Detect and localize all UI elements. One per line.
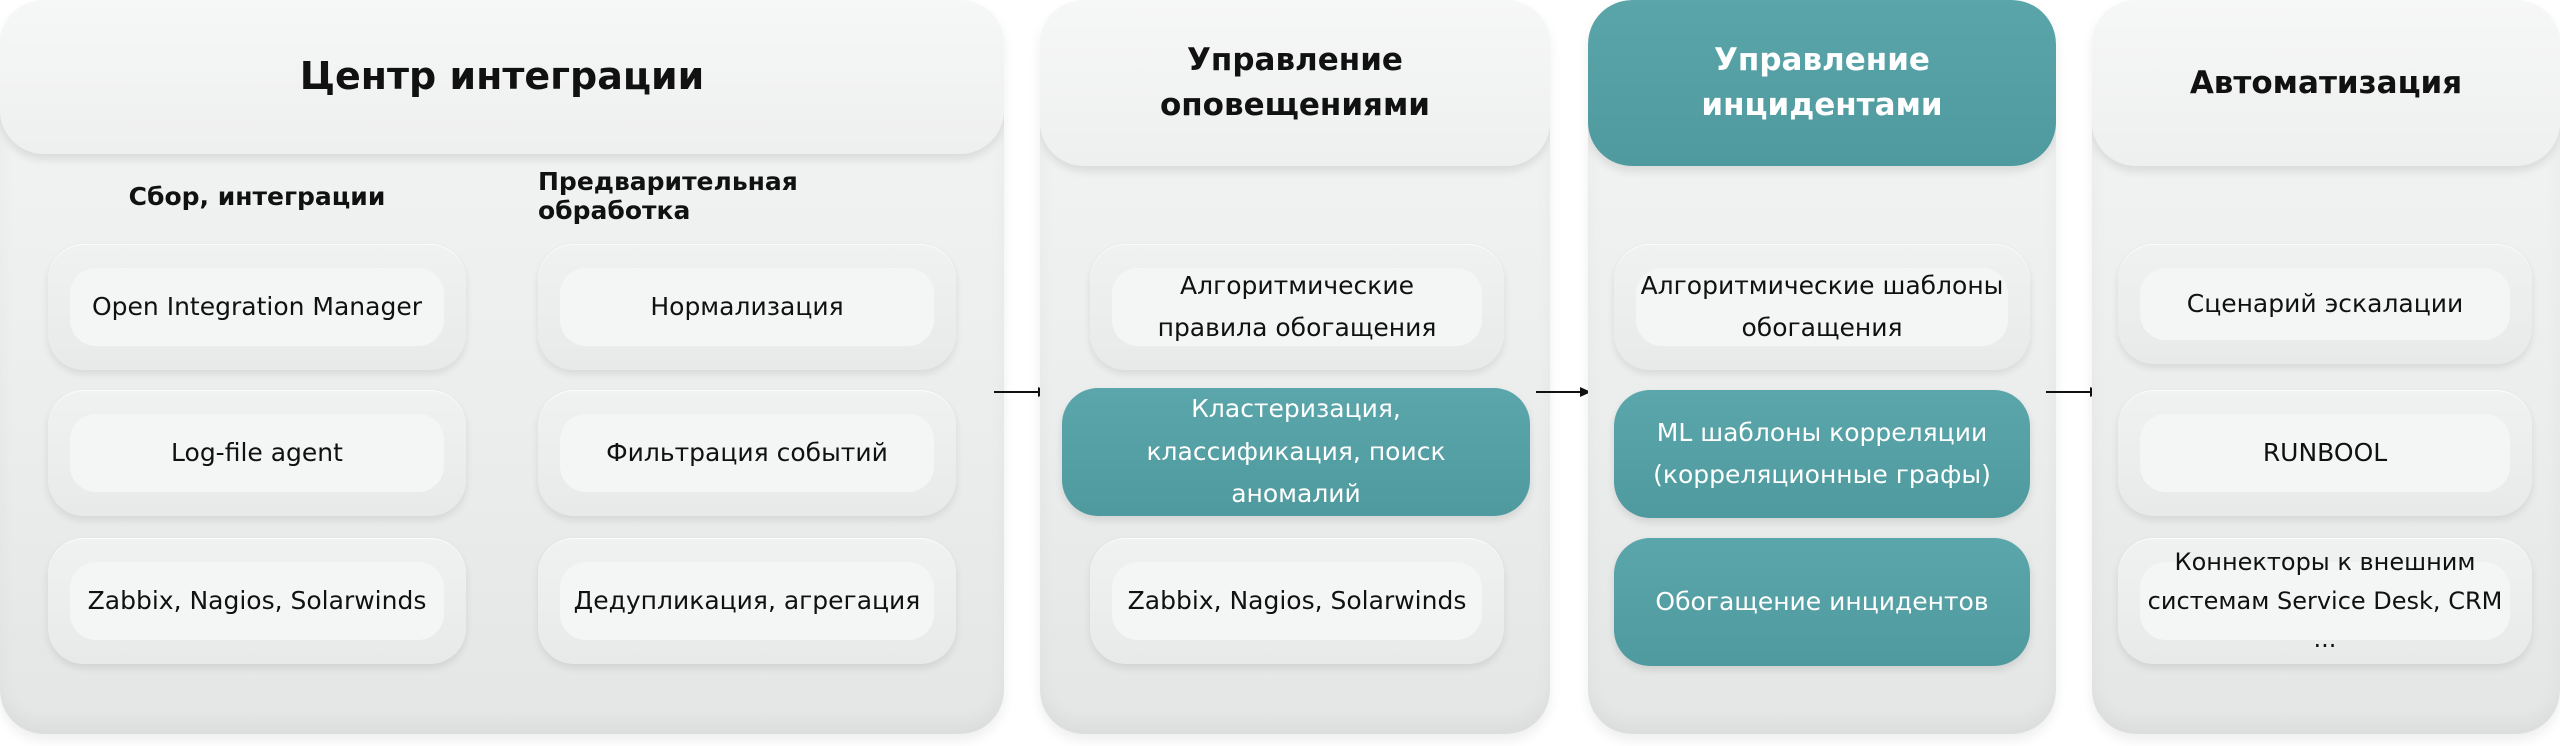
node-label: Log-file agent	[70, 414, 444, 492]
node-label: Дедупликация, агрегация	[560, 562, 934, 640]
node-zabbix-nagios-solarwinds-source: Zabbix, Nagios, Solarwinds	[48, 538, 466, 664]
panel-title-alert-management: Управление оповещениями	[1040, 0, 1550, 166]
node-label: Нормализация	[560, 268, 934, 346]
node-label: Zabbix, Nagios, Solarwinds	[70, 562, 444, 640]
node-incident-enrichment: Обогащение инцидентов	[1614, 538, 2030, 666]
node-label: Коннекторы к внешним системам Service De…	[2140, 548, 2510, 653]
node-ml-correlation-templates: ML шаблоны корреляции (корреляционные гр…	[1614, 390, 2030, 518]
node-label: Кластеризация, классификация, поиск аном…	[1146, 394, 1446, 509]
node-log-file-agent: Log-file agent	[48, 390, 466, 516]
panel-title-integration-center: Центр интеграции	[0, 0, 1004, 154]
panel-title-automation: Автоматизация	[2092, 0, 2560, 166]
node-label: Алгоритмические шаблоны обогащения	[1636, 268, 2008, 346]
node-label: Фильтрация событий	[560, 414, 934, 492]
column-label-collection: Сбор, интеграции	[128, 181, 386, 211]
node-normalization: Нормализация	[538, 244, 956, 370]
column-label-preprocessing: Предварительная обработка	[538, 167, 798, 225]
node-escalation-scenario: Сценарий эскалации	[2118, 244, 2532, 364]
node-external-connectors: Коннекторы к внешним системам Service De…	[2118, 538, 2532, 664]
node-clustering-classification: Кластеризация, классификация, поиск аном…	[1062, 388, 1530, 516]
node-algorithmic-enrichment-templates: Алгоритмические шаблоны обогащения	[1614, 244, 2030, 370]
node-open-integration-manager: Open Integration Manager	[48, 244, 466, 370]
panel-automation: Автоматизация Сценарий эскалации RUNBOOL…	[2092, 0, 2560, 734]
panel-alert-management: Управление оповещениями Алгоритмические …	[1040, 0, 1550, 734]
node-runbool: RUNBOOL	[2118, 390, 2532, 516]
panel-integration-center: Центр интеграции Сбор, интеграции Предва…	[0, 0, 1004, 734]
node-algorithmic-enrichment-rules: Алгоритмические правила обогащения	[1090, 244, 1504, 370]
node-label: ML шаблоны корреляции (корреляционные гр…	[1653, 417, 1991, 490]
node-label: Алгоритмические правила обогащения	[1112, 268, 1482, 346]
node-label: Zabbix, Nagios, Solarwinds	[1112, 562, 1482, 640]
panel-incident-management: Управление инцидентами Алгоритмические ш…	[1588, 0, 2056, 734]
node-label: Сценарий эскалации	[2140, 268, 2510, 340]
node-deduplication-aggregation: Дедупликация, агрегация	[538, 538, 956, 664]
node-label: Open Integration Manager	[70, 268, 444, 346]
panel-title-incident-management: Управление инцидентами	[1588, 0, 2056, 166]
node-zabbix-nagios-solarwinds-alerts: Zabbix, Nagios, Solarwinds	[1090, 538, 1504, 664]
node-label: RUNBOOL	[2140, 414, 2510, 492]
arrow-alerts-to-incidents	[1536, 387, 1591, 397]
node-event-filtering: Фильтрация событий	[538, 390, 956, 516]
node-label: Обогащение инцидентов	[1655, 586, 1989, 616]
